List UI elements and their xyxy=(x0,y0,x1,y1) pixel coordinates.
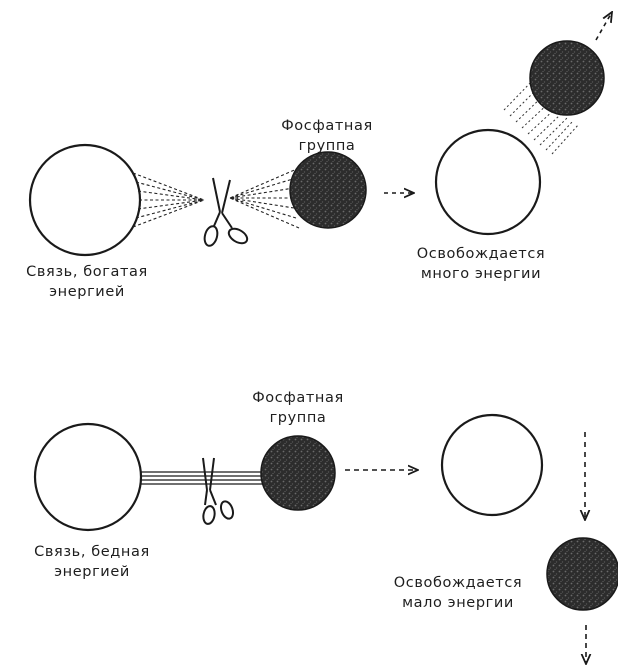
top-phosphate-label: Фосфатная группа xyxy=(262,116,392,156)
bottom-scenario xyxy=(35,415,618,664)
top-result-circle xyxy=(436,130,540,234)
bottom-result-label: Освобождается мало энергии xyxy=(368,573,548,613)
top-released-phosphate xyxy=(530,41,604,115)
top-scissors-icon xyxy=(203,178,250,247)
bottom-scissors-icon xyxy=(202,458,235,525)
bottom-result-circle xyxy=(442,415,542,515)
bottom-bond-label: Связь, бедная энергией xyxy=(12,542,172,582)
top-result-label: Освобождается много энергии xyxy=(386,244,576,284)
top-molecule-circle xyxy=(30,145,140,255)
top-phosphate-ball xyxy=(290,152,366,228)
bottom-molecule-circle xyxy=(35,424,141,530)
top-upward-arrow xyxy=(596,12,612,40)
bottom-phosphate-label: Фосфатная группа xyxy=(232,388,364,428)
bottom-low-energy-bond xyxy=(141,472,262,484)
bottom-phosphate-ball xyxy=(261,436,335,510)
top-bond-label: Связь, богатая энергией xyxy=(2,262,172,302)
bottom-released-phosphate xyxy=(547,538,618,610)
